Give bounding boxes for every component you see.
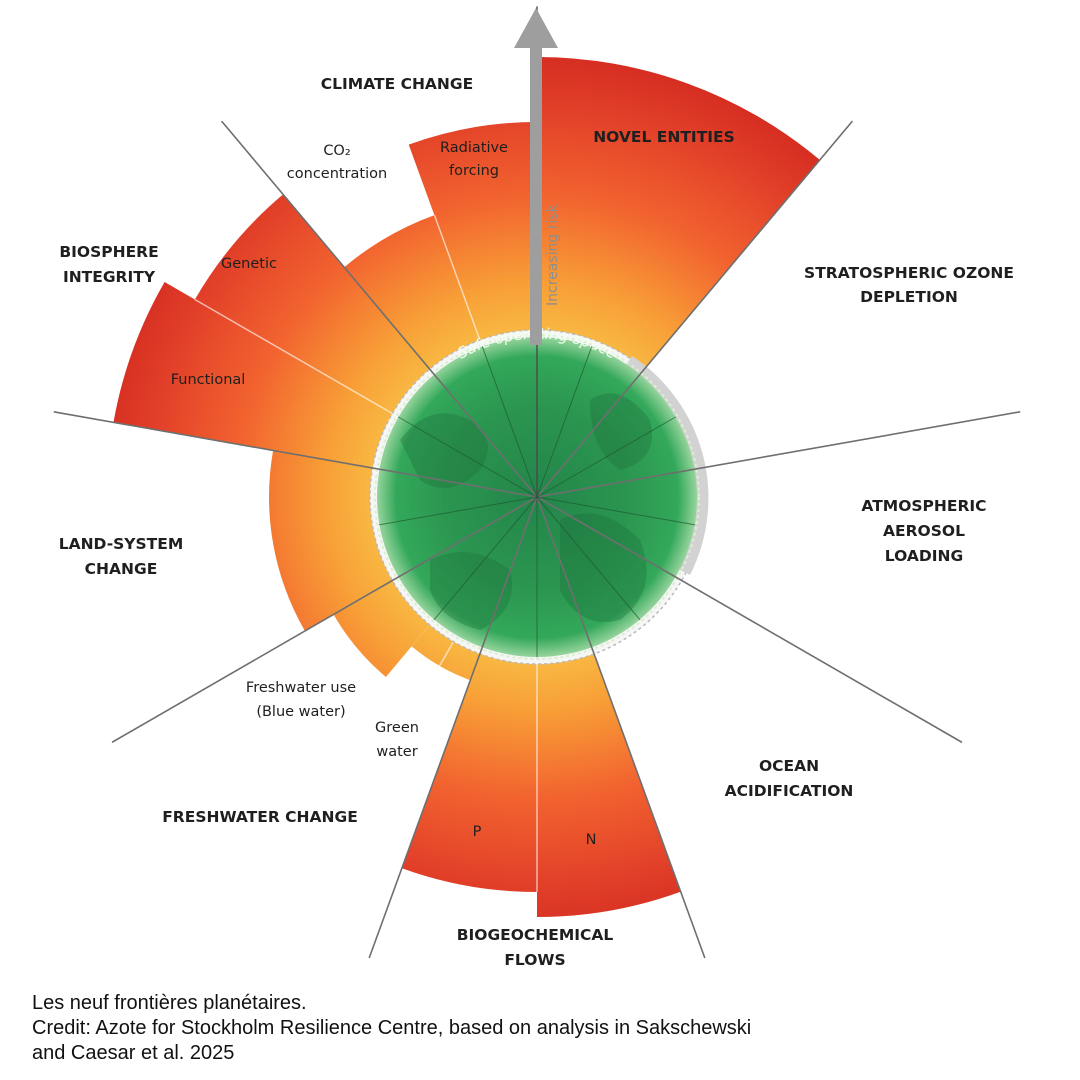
green-water-label-line1: Green [375, 720, 419, 736]
freshwater-change-label: FRESHWATER CHANGE [162, 808, 358, 826]
biosphere-integrity-label-line2: INTEGRITY [63, 268, 156, 286]
boundary-dividers [53, 6, 1021, 959]
functional-label: Functional [171, 372, 246, 388]
boundary-divider-line [53, 411, 538, 498]
blue-water-label-line2: (Blue water) [256, 704, 345, 720]
ozone-label-line2: DEPLETION [860, 288, 958, 306]
boundary-divider-line [536, 496, 706, 959]
radiative-forcing-label-line2: forcing [449, 163, 499, 179]
co2-concentration-label-line1: CO₂ [323, 143, 350, 159]
boundary-labels: CLIMATE CHANGE NOVEL ENTITIES STRATOSPHE… [59, 75, 1014, 969]
boundary-divider-line [536, 496, 963, 743]
boundary-divider-line [536, 411, 1021, 498]
ozone-label-line1: STRATOSPHERIC OZONE [804, 264, 1014, 282]
caption-credit-line1: Credit: Azote for Stockholm Resilience C… [32, 1017, 752, 1039]
blue-water-label-line1: Freshwater use [246, 680, 356, 696]
planetary-boundaries-diagram: Safe operating space Increasing risk CLI… [53, 6, 1021, 969]
land-system-label-line2: CHANGE [85, 560, 158, 578]
radiative-forcing-label-line1: Radiative [440, 140, 508, 156]
biogeochemical-label-line1: BIOGEOCHEMICAL [457, 926, 614, 944]
increasing-risk-label: Increasing risk [545, 203, 561, 306]
aerosol-label-line3: LOADING [885, 547, 963, 565]
novel-entities-label: NOVEL ENTITIES [593, 128, 735, 146]
inner-spoke-line [536, 496, 696, 526]
biogeochemical-label-line2: FLOWS [504, 951, 565, 969]
nitrogen-label: N [586, 832, 597, 848]
genetic-label: Genetic [221, 256, 277, 272]
boundary-divider-line [221, 120, 538, 498]
aerosol-label-line2: AEROSOL [883, 522, 965, 540]
boundary-divider-line [368, 496, 538, 959]
sub-variable-labels: CO₂ concentration Radiative forcing Gene… [171, 140, 597, 848]
caption-credit-line2: and Caesar et al. 2025 [32, 1042, 235, 1064]
boundary-divider-line [536, 120, 853, 498]
inner-spoke-line [433, 496, 538, 621]
increasing-risk-arrow: Increasing risk [514, 8, 561, 345]
green-water-label-line2: water [376, 744, 417, 760]
inner-spoke-line [536, 416, 677, 498]
figure-caption: Les neuf frontières planétaires. Credit:… [32, 991, 1072, 1066]
land-system-label-line1: LAND-SYSTEM [59, 535, 184, 553]
inner-spoke-line [536, 496, 641, 621]
climate-change-label: CLIMATE CHANGE [321, 75, 473, 93]
boundary-divider-line [111, 496, 538, 743]
ocean-label-line2: ACIDIFICATION [725, 782, 854, 800]
aerosol-label-line1: ATMOSPHERIC [861, 497, 986, 515]
co2-concentration-label-line2: concentration [287, 166, 387, 182]
phosphorus-label: P [473, 824, 482, 840]
caption-title: Les neuf frontières planétaires. [32, 992, 307, 1014]
inner-spoke-line [378, 496, 538, 526]
inner-spoke-line [536, 346, 593, 498]
biosphere-integrity-label-line1: BIOSPHERE [59, 243, 158, 261]
inner-spoke-line [397, 416, 538, 498]
inner-spoke-line [481, 346, 538, 498]
continents-shading [400, 393, 652, 630]
ocean-label-line1: OCEAN [759, 757, 819, 775]
